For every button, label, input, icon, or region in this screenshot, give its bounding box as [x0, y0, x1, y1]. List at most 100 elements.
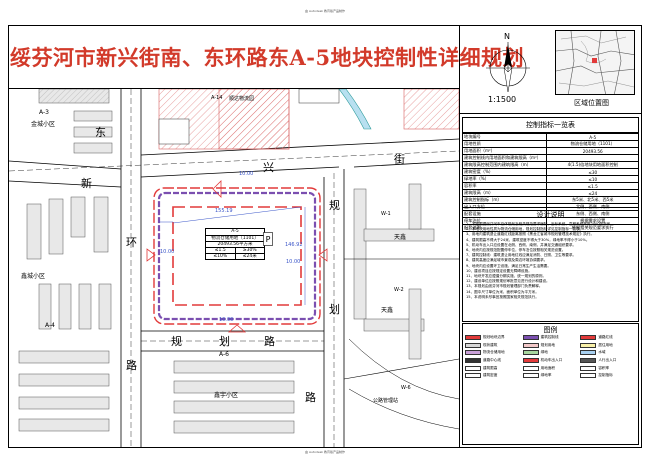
legend-label: 人行出入口: [598, 358, 617, 363]
legend-swatch: [522, 342, 539, 348]
legend-item: 居住用地: [580, 342, 636, 350]
design-note-item: 6、地块内应按规范配置停车位，停车泊位按照相关规范设置。: [466, 248, 566, 253]
legend-item: 建筑密度: [465, 372, 521, 380]
control-index-key: 容积率: [461, 182, 548, 190]
design-note-item: 13、本规划由绥芬河市规划管理部门负责解释。: [466, 284, 543, 289]
legend-item: 道路红线: [580, 334, 636, 342]
control-index-value: ≤24: [546, 189, 639, 197]
drawing-title: 绥芬河市新兴街南、东环路东A-5地块控制性详细规划: [10, 45, 525, 70]
legend-item: 道路中心线: [465, 357, 521, 365]
legend-item: 规划用地: [522, 342, 579, 350]
control-index-row: 用地面积（m²）20493.56: [461, 147, 639, 155]
legend-item: 绿地: [522, 349, 579, 357]
drawing-frame: [8, 25, 642, 448]
block-a14-code: A-14: [211, 95, 223, 101]
xinxing-street-label-2: 兴: [263, 161, 274, 174]
dimension-bottom-setback: 10.00: [219, 317, 234, 323]
legend-swatch: [465, 358, 481, 364]
legend-label: 居住用地: [598, 342, 613, 347]
control-index-key: 建筑限高控制范围内建筑限高（m）: [461, 161, 548, 169]
bottom-watermark: 由 Autodesk 教育版产品制作: [305, 450, 345, 454]
top-watermark: 由 Autodesk 教育版产品制作: [305, 9, 345, 13]
control-index-key: 用地面积（m²）: [461, 147, 548, 155]
site-plan-map: 东 环 路 新 兴 街 规 划 路 规 划 路 A-3 金城小区 A-14 顺达…: [9, 89, 459, 447]
design-note-item: 15、本说明未尽事宜按照国家相关规范执行。: [466, 294, 539, 299]
legend-label: 机动车出入口: [540, 358, 563, 363]
planned-road-right-label-2: 划: [329, 303, 340, 316]
design-note-item: 3、用地内建筑退让道路红线距离按照《黑龙江省城市规划管理技术规定》执行。: [466, 232, 595, 237]
legend-item: 人行出入口: [580, 357, 636, 365]
control-index-key: 建筑控制指标（m）: [461, 196, 548, 204]
design-note-item: 14、图中尺寸单位为米，面积单位为平方米。: [466, 289, 539, 294]
legend-label: 道路中心线: [483, 358, 501, 363]
legend-item: 容积率: [580, 364, 636, 372]
legend-label: 建筑限高: [483, 365, 498, 370]
control-index-row: 建筑限高（m）≤24: [461, 189, 639, 197]
legend-item: 建筑限高: [465, 364, 521, 372]
control-index-row: 绿地率（%）≤10: [461, 175, 639, 183]
right-panel-divider: [459, 113, 642, 114]
legend-item: 用地面积: [522, 364, 579, 372]
legend-grid: 规划地块边界建筑控制线道路红线现状建筑规划用地居住用地物流仓储用地绿地水域道路中…: [463, 334, 638, 380]
legend-label: 建筑密度: [483, 373, 498, 378]
block-w2-code: W-2: [394, 287, 404, 293]
legend-item: 规划地块边界: [465, 334, 521, 342]
locator-map-label: 区域位置图: [574, 99, 609, 107]
control-index-value: ≤30: [546, 168, 639, 176]
control-index-title: 控制指标一览表: [462, 117, 639, 133]
control-index-key: 建筑密度（%）: [461, 168, 548, 176]
legend-swatch: [580, 335, 597, 341]
legend-swatch: [580, 342, 597, 348]
design-note-item: 10、建设项目应按规定设置无障碍设施。: [466, 268, 532, 273]
control-index-key: 绿地率（%）: [461, 175, 548, 183]
control-index-key: 用地性质: [461, 140, 548, 148]
vertical-divider: [459, 25, 460, 448]
legend-label: 建筑控制线: [540, 335, 559, 340]
legend-label: 绿地率: [540, 373, 552, 378]
design-note-item: 8、建筑高度应满足城市景观及周边环境协调要求。: [466, 258, 548, 263]
parking-icon: P: [263, 232, 273, 246]
site-height: ≤24米: [234, 254, 265, 259]
block-w1-name: 天鑫: [394, 234, 407, 241]
legend: 图例 规划地块边界建筑控制线道路红线现状建筑规划用地居住用地物流仓储用地绿地水域…: [462, 323, 639, 445]
site-info-box: A-5 物流仓储用地（1101） 20493.56平方米 ≤1.5 ≥30% ≤…: [205, 228, 265, 260]
legend-swatch: [522, 365, 539, 371]
east-ring-road-label-2: 环: [126, 236, 137, 249]
control-index-key: 地块编号: [461, 133, 548, 141]
dimension-right: 146.92: [285, 242, 303, 248]
scale-label: 1:1500: [488, 95, 517, 104]
legend-item: 水域: [580, 349, 636, 357]
legend-label: 规划用地: [540, 342, 556, 347]
design-note-item: 11、地块开发应遵循分期实施、统一规划的原则。: [466, 274, 547, 279]
control-index-row: 建筑限高控制范围内建筑限高（m）4(1.5)倍地块用地面积控制: [461, 161, 639, 169]
dimension-left-setback: 10.00: [160, 249, 175, 255]
design-notes: 设计说明 1、本图根据绥芬河市总体规划及相关规范要求编制，坐标系统、高程系统采用…: [462, 207, 639, 322]
legend-label: 用地面积: [540, 365, 556, 370]
legend-swatch: [580, 350, 597, 356]
legend-swatch: [465, 342, 481, 348]
legend-label: 控制指标: [598, 373, 613, 378]
block-a3-code: A-3: [39, 109, 49, 116]
control-index-key: 建筑控制线内用地面积和建筑限高（m²）: [461, 154, 548, 162]
block-w6-code: W-6: [401, 385, 411, 391]
legend-label: 容积率: [598, 365, 610, 370]
svg-text:P: P: [266, 235, 271, 244]
legend-item: 绿地率: [522, 372, 579, 380]
legend-item: 物流仓储用地: [465, 349, 521, 357]
north-arrow: N: [478, 32, 538, 93]
planned-road-bottom-label-2: 划: [219, 335, 230, 348]
block-a4-code: A-4: [45, 322, 55, 329]
planned-road-right-label-1: 规: [329, 199, 340, 212]
design-note-item: 9、地块内应设置环卫设施，满足日常生产生活需要。: [466, 263, 551, 268]
design-note-item: 12、建设单位应按照规划审批意见进行设计和建设。: [466, 279, 550, 284]
control-index-value: 4(1.5)倍地块用地面积控制: [546, 161, 639, 169]
legend-label: 绿地: [540, 350, 548, 355]
control-index-key: 配套说明: [461, 224, 548, 232]
block-a3-name: 金城小区: [31, 121, 56, 128]
control-index-row: 容积率≤1.5: [461, 182, 639, 190]
block-w2-name: 天鑫: [381, 307, 394, 314]
locator-map: [555, 30, 635, 95]
dimension-right-setback: 10.00: [286, 259, 301, 265]
planned-road-right-label-3: 路: [305, 391, 316, 404]
